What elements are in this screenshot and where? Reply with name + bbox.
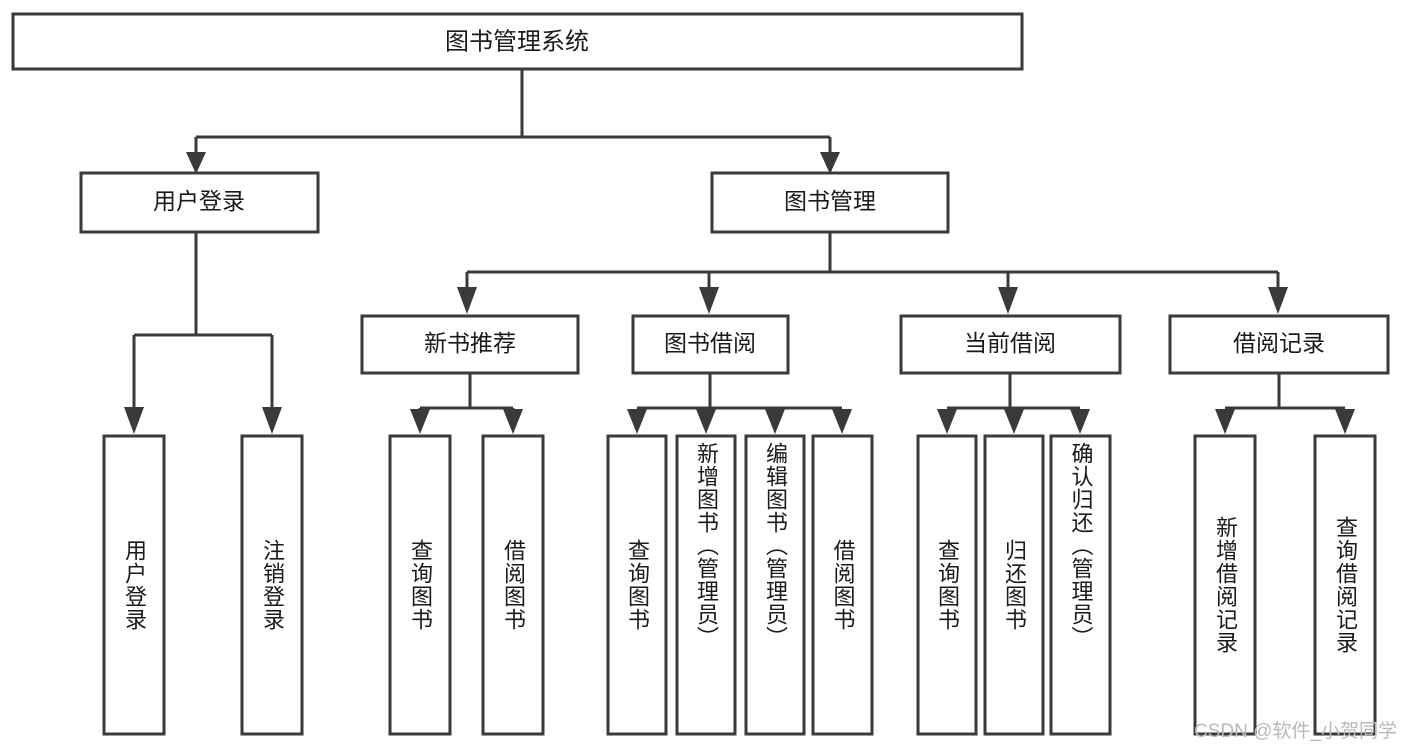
node-root-system-label: 图书管理系统 [445, 28, 589, 55]
node-book-management-label: 图书管理 [784, 188, 876, 214]
leaf-box-current-borrow-2[interactable] [1049, 434, 1112, 736]
watermark-text: CSDN @软件_小贺同学 [1194, 721, 1397, 742]
connector-borrow-record-to-leaves [1215, 373, 1355, 434]
leaf-box-current-borrow-0[interactable] [916, 434, 978, 736]
connector-current-borrow-to-leaves [937, 373, 1090, 434]
leaf-box-new-book-1[interactable] [481, 434, 545, 736]
leaf-box-current-borrow-1[interactable] [983, 434, 1045, 736]
connector-book-borrow-to-leaves [627, 373, 852, 434]
node-borrow-record-label: 借阅记录 [1233, 330, 1325, 356]
node-new-book-recommend[interactable]: 新书推荐 [360, 314, 580, 375]
node-book-borrow-label: 图书借阅 [664, 330, 756, 356]
connector-book-mgmt-to-level2 [457, 232, 1288, 314]
leaf-box-borrow-record-0[interactable] [1193, 434, 1257, 736]
leaf-box-user-login-0[interactable] [102, 434, 166, 736]
connector-user-login-to-leaves [124, 232, 282, 434]
connector-new-book-to-leaves [410, 373, 523, 434]
leaf-box-book-borrow-2[interactable] [744, 434, 806, 736]
node-current-borrow[interactable]: 当前借阅 [899, 314, 1122, 375]
connector-root-to-level1 [186, 69, 840, 174]
node-new-book-recommend-label: 新书推荐 [424, 330, 516, 356]
leaf-box-book-borrow-0[interactable] [606, 434, 668, 736]
leaf-box-book-borrow-1[interactable] [675, 434, 737, 736]
node-book-borrow[interactable]: 图书借阅 [631, 314, 790, 375]
node-user-login-label: 用户登录 [153, 188, 245, 214]
leaf-box-user-login-1[interactable] [240, 434, 304, 736]
node-book-management[interactable]: 图书管理 [710, 171, 950, 234]
node-current-borrow-label: 当前借阅 [964, 330, 1056, 356]
node-borrow-record[interactable]: 借阅记录 [1168, 314, 1390, 375]
node-user-login[interactable]: 用户登录 [79, 171, 320, 234]
leaf-box-book-borrow-3[interactable] [811, 434, 874, 736]
leaf-box-borrow-record-1[interactable] [1313, 434, 1377, 736]
leaf-box-new-book-0[interactable] [388, 434, 452, 736]
node-root-system[interactable]: 图书管理系统 [11, 12, 1024, 71]
